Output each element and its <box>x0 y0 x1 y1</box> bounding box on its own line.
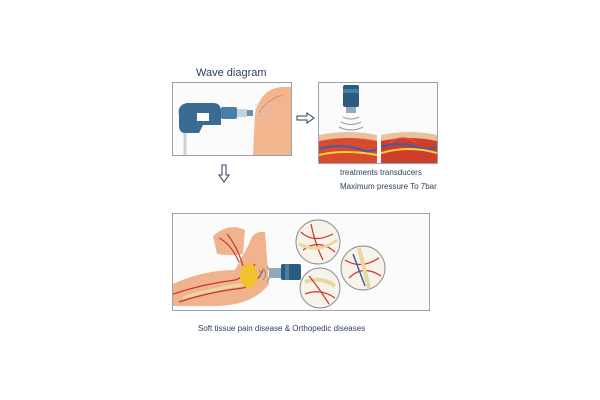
elbow-treatment-panel <box>172 213 430 311</box>
shoulder-treatment-panel <box>172 82 292 156</box>
transducer-caption: treatments transducers <box>340 168 422 177</box>
arrow-right-icon <box>296 112 315 124</box>
bottom-caption: Soft tissue pain disease & Orthopedic di… <box>198 324 366 333</box>
arrow-down-icon <box>218 164 230 183</box>
shoulder-handpiece-illustration <box>178 87 291 155</box>
diagram-title: Wave diagram <box>196 67 267 79</box>
transducer-tissue-illustration <box>319 85 437 163</box>
transducer-tissue-panel <box>318 82 438 164</box>
zoom-circle-bottom <box>299 267 341 309</box>
zoom-circle-top <box>295 219 341 265</box>
elbow-anatomy-illustration <box>173 219 386 309</box>
zoom-circle-right <box>340 245 386 291</box>
pressure-caption: Maximum pressure To 7bar <box>340 182 437 191</box>
